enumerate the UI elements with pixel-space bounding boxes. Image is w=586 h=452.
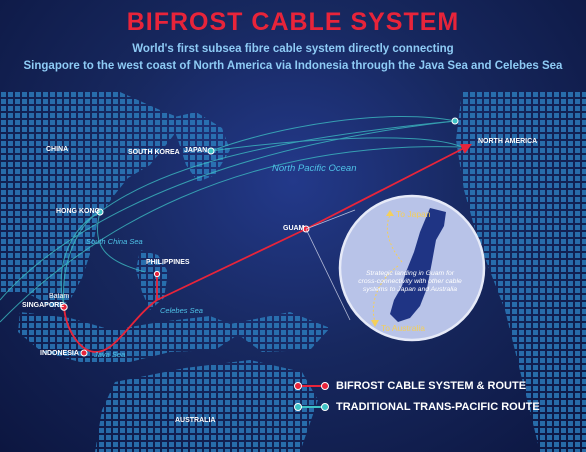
label-south-korea: SOUTH KOREA	[128, 149, 180, 156]
north-america-landing-point	[451, 117, 459, 125]
traditional-route-line	[60, 211, 101, 307]
label-indonesia: INDONESIA	[40, 350, 79, 357]
legend-bifrost-dot-left	[294, 382, 302, 390]
inset-connector-line	[305, 209, 356, 230]
bifrost-route-west	[63, 299, 158, 353]
label-batam: Batam	[49, 293, 70, 300]
subtitle-line-2: Singapore to the west coast of North Ame…	[23, 60, 563, 72]
inset-label-to-japan: To Japan	[396, 209, 431, 219]
label-guam: GUAM	[283, 225, 305, 232]
inset-route-to-japan	[386, 214, 403, 263]
legend-markers	[294, 382, 329, 411]
traditional-route-line	[210, 116, 456, 152]
bifrost-route-to-guam	[156, 228, 307, 301]
japan-landing-point	[207, 147, 215, 155]
indonesia-landing-point	[80, 349, 88, 357]
australia-landmass	[95, 360, 318, 452]
label-north-america: NORTH AMERICA	[478, 138, 538, 145]
to-australia-arrowhead	[371, 320, 379, 327]
legend-bifrost-dot-right	[321, 382, 329, 390]
land-masses	[0, 92, 586, 452]
singapore-landing-point	[60, 303, 68, 311]
traditional-route-line	[62, 120, 456, 307]
traditional-route-line	[0, 120, 456, 301]
indonesia-landmass	[18, 312, 245, 362]
korea-japan-landmass	[170, 112, 230, 182]
landing-points	[60, 117, 459, 357]
north-america-landmass	[456, 92, 586, 452]
label-south-china-sea: South China Sea	[86, 237, 143, 246]
new-guinea-landmass	[225, 312, 330, 352]
inset-label-to-australia: To Australia	[381, 323, 425, 333]
bifrost-route-to-north-america	[305, 144, 472, 230]
asia-landmass	[0, 92, 185, 310]
traditional-route-line	[0, 146, 463, 323]
label-philippines: PHILIPPINES	[146, 259, 190, 266]
inset-connector-line	[305, 228, 351, 321]
map-title: BIFROST CABLE SYSTEM	[126, 8, 460, 36]
philippines-landing-point	[153, 270, 161, 278]
inset-caption: Strategic landing in Guam for cross-conn…	[358, 270, 462, 294]
guam-inset	[305, 194, 486, 342]
label-celebes-sea: Celebes Sea	[160, 306, 203, 315]
philippines-landmass	[136, 250, 168, 310]
legend-traditional-dot-right	[321, 403, 329, 411]
to-japan-arrowhead	[386, 210, 394, 216]
bifrost-route	[63, 144, 472, 353]
legend-bifrost-label: BIFROST CABLE SYSTEM & ROUTE	[336, 380, 527, 392]
subtitle-line-1: World's first subsea fibre cable system …	[132, 43, 454, 55]
label-china: CHINA	[46, 146, 69, 153]
label-north-pacific-ocean: North Pacific Ocean	[272, 163, 357, 174]
label-java-sea: Java Sea	[94, 350, 126, 359]
legend-traditional-label: TRADITIONAL TRANS-PACIFIC ROUTE	[336, 401, 540, 413]
guam-island-shape	[390, 208, 446, 322]
label-singapore: SINGAPORE	[22, 302, 65, 309]
label-hong-kong: HONG KONG	[56, 208, 100, 215]
legend-traditional-dot-left	[294, 403, 302, 411]
traditional-route-line	[210, 137, 463, 152]
label-japan: JAPAN	[184, 147, 208, 154]
hong-kong-landing-point	[96, 208, 104, 216]
label-australia: AUSTRALIA	[175, 417, 216, 424]
traditional-routes	[0, 116, 463, 323]
